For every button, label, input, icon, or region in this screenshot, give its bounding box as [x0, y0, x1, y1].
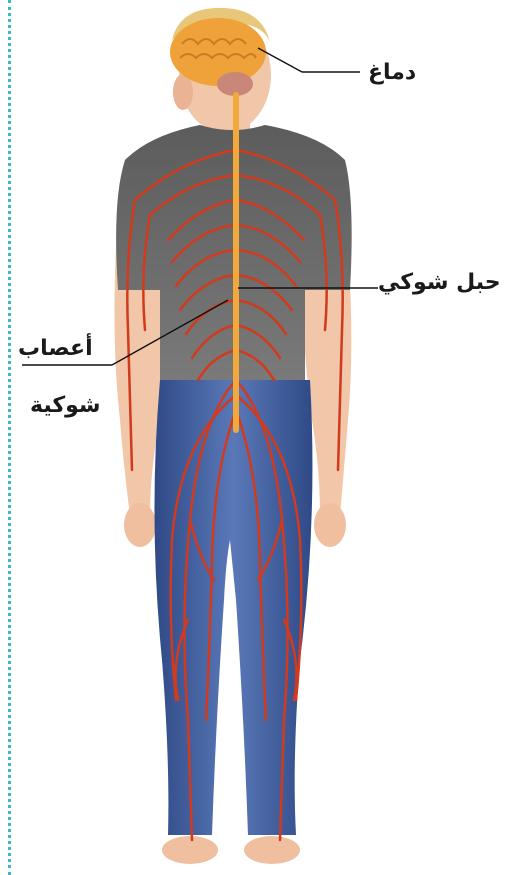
right-hand: [314, 503, 346, 547]
jeans: [154, 380, 312, 835]
label-spinal-nerves-line1: أعصاب: [18, 336, 93, 362]
label-spinal-nerves-line2: شوكية: [30, 393, 101, 419]
left-hand: [124, 503, 156, 547]
label-spinal-cord: حبل شوكي: [378, 270, 501, 296]
label-brain: دماغ: [368, 60, 416, 86]
